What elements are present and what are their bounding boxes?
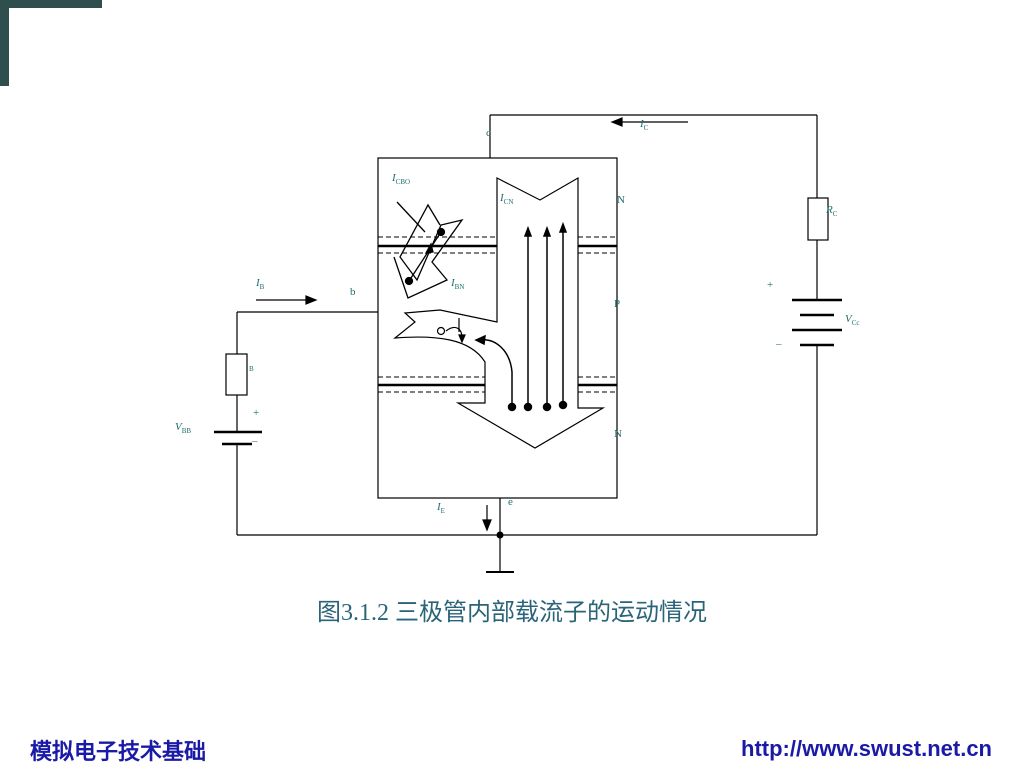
transistor-body xyxy=(377,157,618,499)
icbo-label: ICBO xyxy=(391,172,410,186)
emitter-label: e xyxy=(508,496,513,508)
figure-caption: 图3.1.2 三极管内部载流子的运动情况 xyxy=(317,600,707,626)
region-n-top-label: N xyxy=(617,194,625,206)
site-url-link[interactable]: http://www.swust.net.cn xyxy=(741,736,992,761)
emitter-node xyxy=(496,531,504,539)
rb-label: B xyxy=(249,365,254,373)
base-label: b xyxy=(350,286,356,298)
vcc-minus-label: _ xyxy=(775,334,782,346)
electron-carriers xyxy=(474,221,568,412)
ie-label: IE xyxy=(436,501,445,515)
ibn-label: IBN xyxy=(450,277,464,291)
rb-resistor xyxy=(225,353,248,396)
ic-label: IC xyxy=(639,118,649,132)
region-p-label: P xyxy=(614,298,620,310)
vbb-label: VBB xyxy=(175,421,191,435)
vcc-label: VCc xyxy=(845,313,860,327)
collector-label: c xyxy=(486,127,491,139)
icbo-reverse-current xyxy=(393,201,464,299)
recombination-marker xyxy=(436,318,466,344)
vcc-plus-label: + xyxy=(767,279,773,291)
vbb-minus-label: _ xyxy=(251,431,258,443)
course-title: 模拟电子技术基础 xyxy=(30,740,207,765)
ib-label: IB xyxy=(255,277,265,291)
rc-label: RC xyxy=(825,204,838,218)
vbb-battery xyxy=(214,430,262,446)
icn-label: ICN xyxy=(499,192,513,206)
electron-flow-arrow xyxy=(393,176,606,449)
region-n-bottom-label: N xyxy=(614,428,622,440)
current-arrows xyxy=(256,117,688,532)
circuit-wiring xyxy=(236,114,818,573)
rc-resistor xyxy=(807,197,829,241)
vbb-plus-label: + xyxy=(253,407,259,419)
vcc-battery xyxy=(792,298,842,347)
